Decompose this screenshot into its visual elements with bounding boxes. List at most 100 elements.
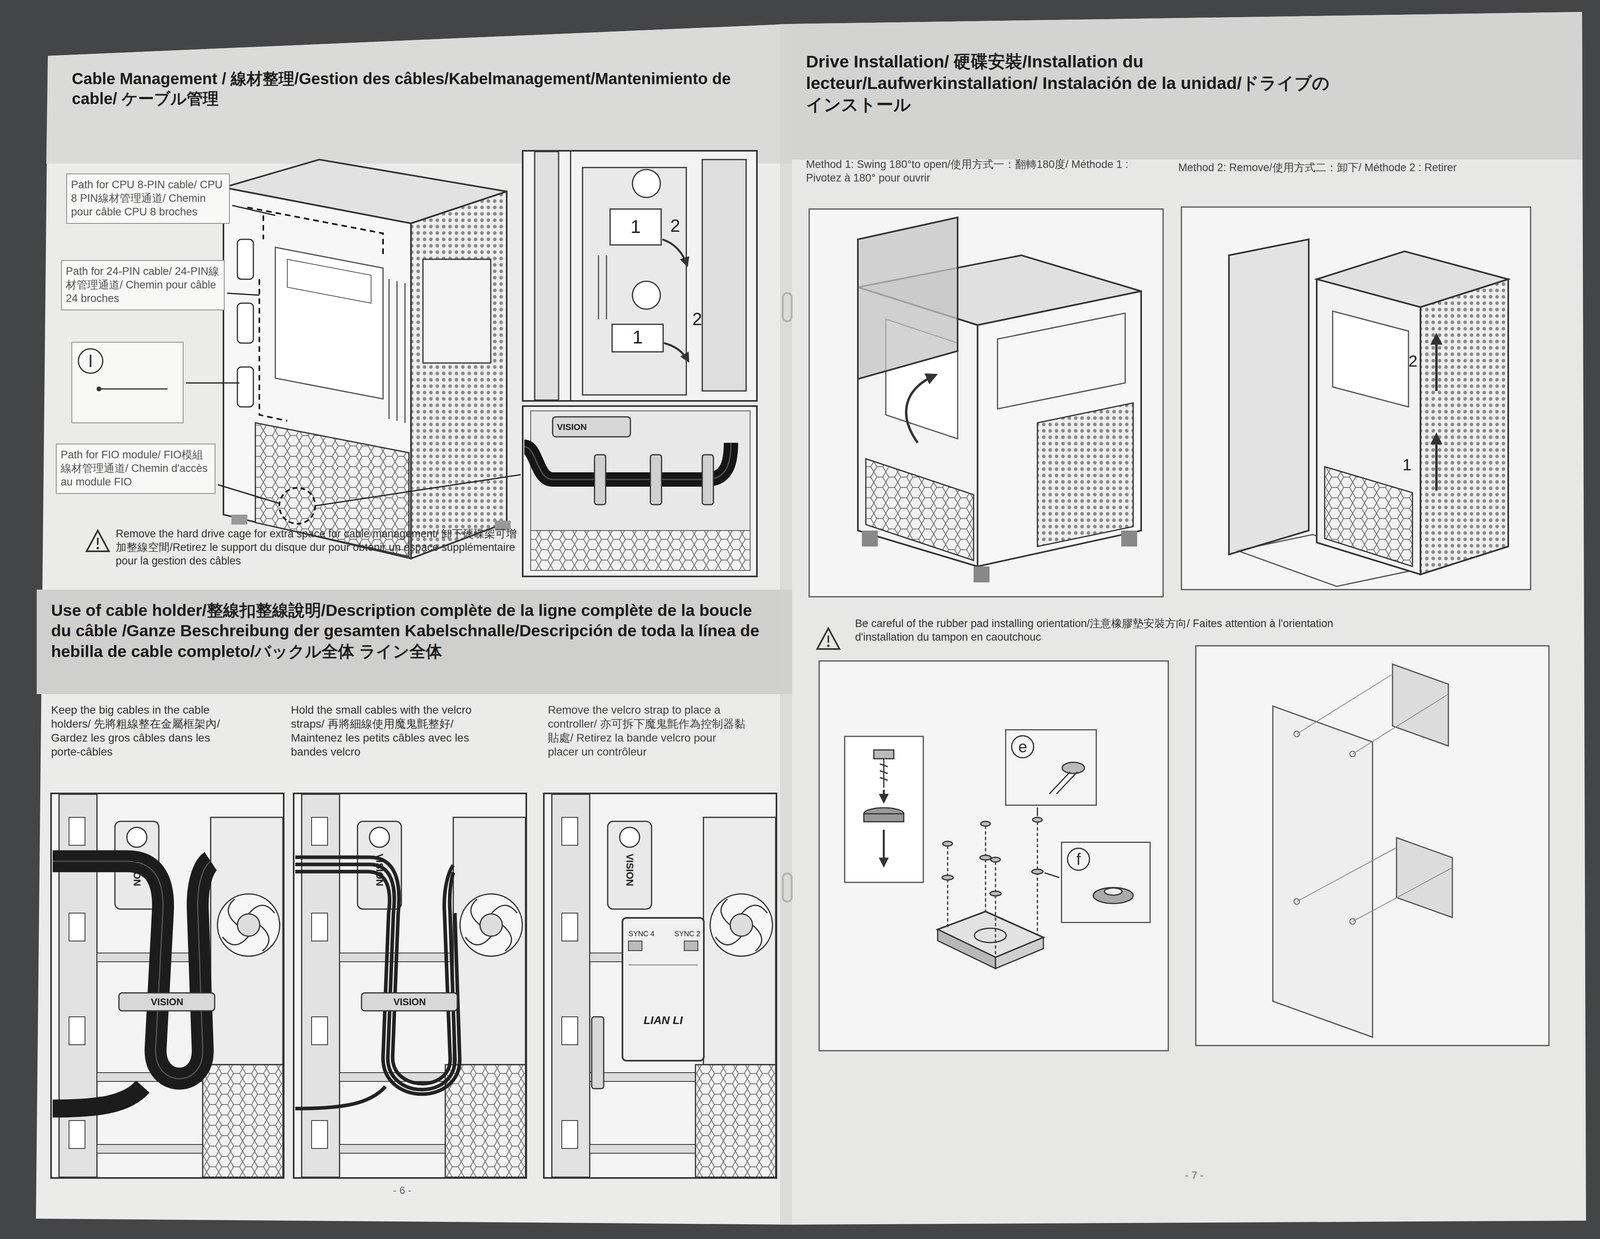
illustration-line [1435,434,1438,491]
illustration-use [293,793,527,1179]
illustration-rect [591,1017,604,1089]
illustration-line [628,964,698,966]
illustration-g [809,209,1164,597]
port-label: SYNC 4 [628,929,655,939]
illustration-rect [622,918,704,1061]
section-heading: Cable Management / 線材整理/Gestion des câbl… [71,68,751,109]
step-number: 1 [612,325,664,350]
illustration-rect [684,941,698,951]
illustration-polygon [865,458,974,561]
brand-mark: VISION [150,996,184,1009]
illustration-polygon [1316,279,1421,575]
illustration-ellipse [1104,888,1122,896]
illustration-path [295,857,454,1085]
illustration-g [591,918,704,1089]
illustration-g [942,817,1043,956]
illustration-rect [582,167,687,396]
illustration-rect [36,589,793,695]
illustration-rect [71,341,184,424]
brand-mark: VISION [557,421,587,433]
illustration-line [985,825,987,912]
illustration-path [598,255,607,320]
illustration-path [247,207,384,256]
illustration-polygon [1392,664,1449,747]
illustration-rect [702,454,714,505]
illustration-ellipse [989,891,1002,897]
illustration-rect [594,454,606,505]
illustration-polygon [792,11,1587,1225]
illustration-line [98,388,168,390]
illustration-line [827,635,830,643]
illustration-circle [279,487,316,524]
warning-note: Be careful of the rubber pad installing … [855,617,1334,645]
illustration-polygon [937,929,996,969]
illustration-path [295,864,455,1091]
brand-mark: VISION [373,853,386,887]
section-band: Use of cable holder/整線扣整線說明/Description … [51,600,770,662]
illustration-g [52,861,215,1109]
illustration-polygon [977,291,1142,567]
illustration-line [96,537,99,546]
illustration-ellipse [974,928,1007,943]
illustration-rect [237,239,254,280]
illustration-path [524,442,731,480]
illustration-rect [231,514,248,525]
part-callout: e [1005,729,1097,806]
illustration-circle [96,386,102,392]
illustration-path [315,474,521,506]
illustration-ellipse [990,857,1001,863]
illustration-polygon [287,259,372,304]
illustration-circle [632,169,661,198]
illustration-ellipse [1062,762,1085,774]
illustration-polygon [817,628,840,650]
illustration-rect [237,367,254,407]
illustration-rect [861,530,878,547]
illustration-rect [973,566,990,583]
method-caption: Method 2: Remove/使用方式二：卸下/ Méthode 2 : R… [1178,161,1458,175]
illustration-path [1049,772,1078,795]
illustration-line [1044,873,1060,878]
node-text: Path for FIO module/ FIO模組線材管理通道/ Chemin… [60,448,211,489]
illustration-path [663,343,689,362]
method-caption: Method 1: Swing 180°to open/使用方式一：翻轉180度… [805,158,1150,186]
illustration-rect [1195,645,1549,1046]
illustration-path [52,1086,143,1109]
node-text: Cable Management / 線材整理/Gestion des câbl… [71,68,751,109]
illustration-ellipse [979,855,992,861]
illustration-rect [1181,207,1531,590]
illustration-g [295,857,460,1109]
illustration-g [185,159,521,559]
illustration-circle [827,644,830,648]
illustration-path [227,293,260,296]
node-text: Path for 24-PIN cable/ 24-PIN線材管理通道/ Che… [65,264,220,306]
illustration-rect [530,410,751,571]
illustration-rect [809,209,1164,597]
illustration-ellipse [1032,817,1043,823]
illustration-g [522,150,757,401]
illustration-polygon [1037,402,1134,547]
step-number: 2 [670,214,680,237]
illustration-polygon [857,217,958,380]
illustration-line [947,845,949,928]
illustration-rect [863,813,904,822]
illustration-g [1181,207,1531,590]
illustration-rect [844,736,924,883]
illustration-line [882,790,885,802]
page-number: - 7 - [1185,1169,1204,1183]
illustration-path [906,375,936,443]
illustration-circle [632,281,661,310]
port-label: SYNC 2 [674,929,701,939]
brand-mark: VISION [130,853,143,887]
step-number: 2 [1408,351,1418,372]
illustration-line [1037,807,1039,817]
illustration-path [185,382,240,384]
illustration-path [879,758,888,789]
illustration-g [819,661,1169,1051]
illustration-g [522,406,757,577]
icon-box: I [71,341,184,424]
illustration-path [1296,674,1453,922]
illustration-polygon [995,937,1044,969]
illustration-polygon [410,191,507,559]
